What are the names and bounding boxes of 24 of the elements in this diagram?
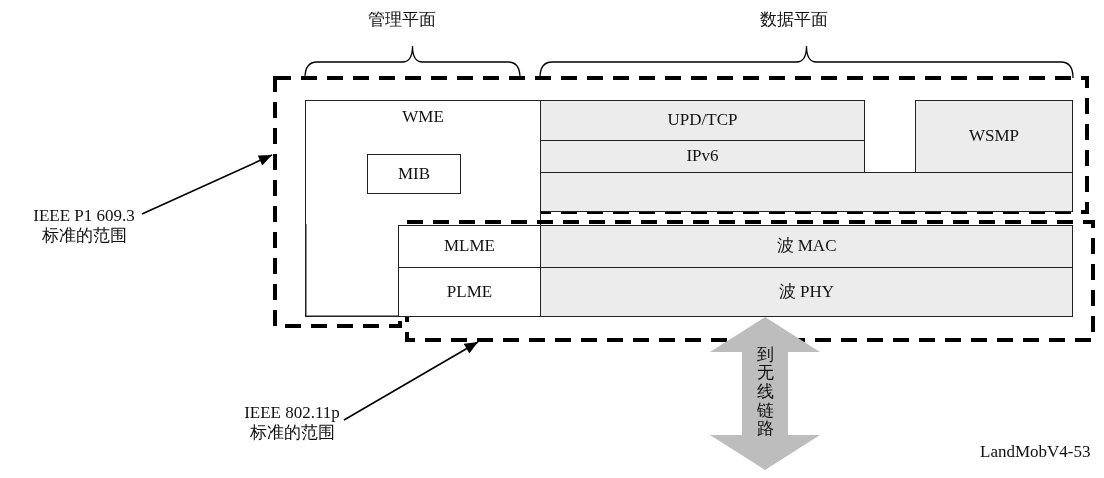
dashed-region [272, 76, 1090, 330]
layer-label: PLME [446, 281, 493, 303]
layer-box [540, 100, 865, 141]
layer-box [305, 100, 541, 225]
layer-label: WSMP [968, 126, 1020, 147]
layer-label: 波 PHY [778, 281, 835, 303]
scope-caption: IEEE 802.11p 标准的范围 [243, 402, 341, 444]
dashed-region [405, 220, 1095, 342]
figure-id: LandMobV4-53 [980, 442, 1091, 462]
layer-box [540, 140, 865, 173]
layer-box [540, 225, 1073, 268]
plane-label: 数据平面 [760, 9, 828, 31]
plane-label: 管理平面 [368, 9, 436, 31]
layer-box [367, 154, 461, 194]
scope-caption: IEEE P1 609.3 标准的范围 [32, 205, 136, 247]
layer-box [915, 100, 1073, 173]
layer-label: 波 MAC [776, 236, 837, 257]
layer-label: WME [402, 107, 444, 128]
layer-label: IPv6 [686, 146, 719, 167]
layer-bar [540, 172, 1073, 212]
layer-label: UPD/TCP [667, 110, 738, 131]
layer-label: MLME [444, 236, 495, 257]
layer-label: MIB [397, 163, 431, 185]
layer-box [540, 267, 1073, 317]
